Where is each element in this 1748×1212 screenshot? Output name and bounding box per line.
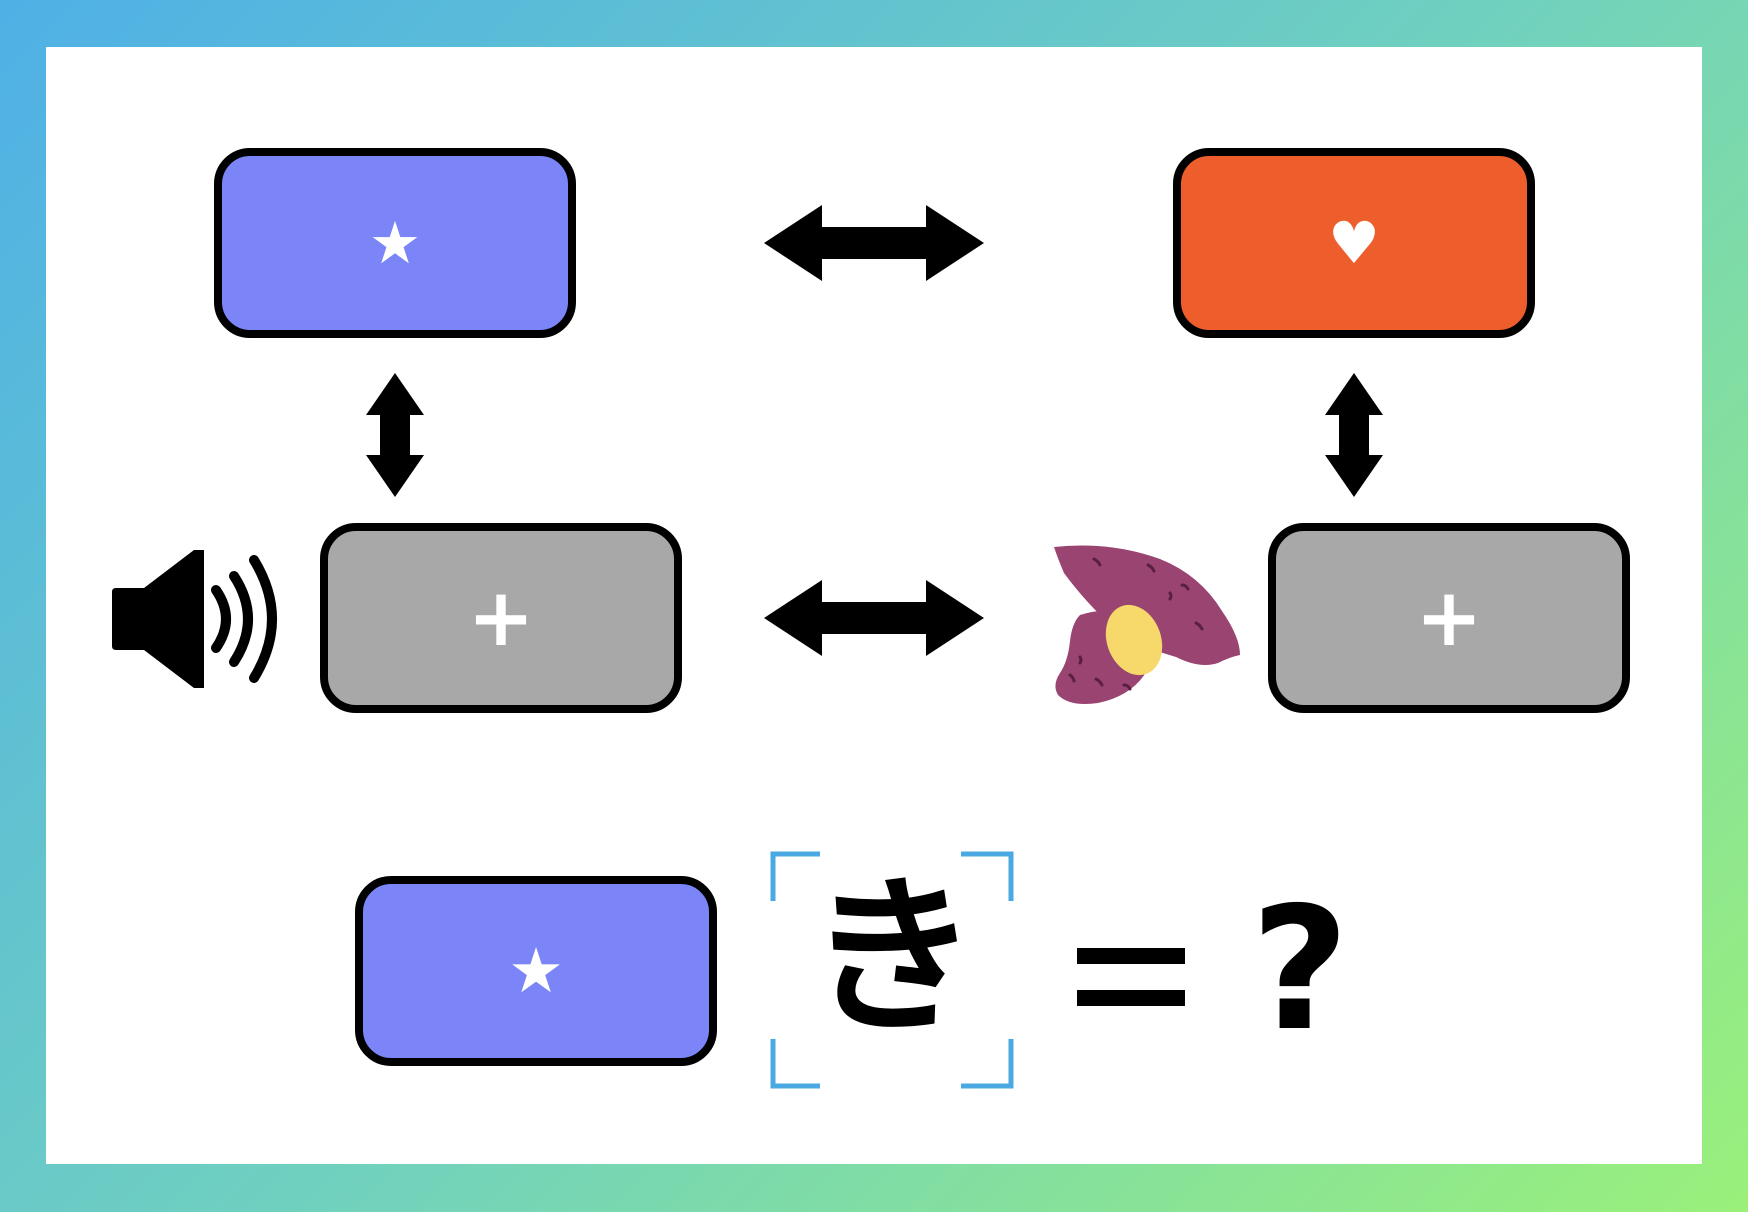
card-middle-right: + bbox=[1268, 523, 1630, 713]
star-icon: ★ bbox=[369, 209, 421, 277]
speaker-icon bbox=[112, 550, 277, 688]
card-bottom: ★ bbox=[355, 876, 717, 1066]
double-arrow-vertical-right-icon bbox=[1325, 373, 1383, 497]
equals-sign bbox=[1077, 948, 1185, 1006]
card-top-left: ★ bbox=[214, 148, 576, 338]
heart-icon: ♥ bbox=[1328, 209, 1380, 277]
equals-label: = bbox=[1077, 948, 1078, 949]
answer-question-mark: ? bbox=[1250, 871, 1350, 1069]
card-middle-left: + bbox=[320, 523, 682, 713]
star-icon: ★ bbox=[508, 934, 564, 1007]
kana-bracket-frame bbox=[770, 851, 1014, 1089]
sweet-potato-icon bbox=[1054, 545, 1240, 704]
double-arrow-vertical-left-icon bbox=[366, 373, 424, 497]
plus-icon: + bbox=[1415, 571, 1483, 664]
plus-icon: + bbox=[467, 571, 535, 664]
kana-character: き bbox=[807, 859, 978, 1057]
card-top-right: ♥ bbox=[1173, 148, 1535, 338]
double-arrow-horizontal-top-icon bbox=[764, 205, 984, 281]
double-arrow-horizontal-middle-icon bbox=[764, 580, 984, 656]
